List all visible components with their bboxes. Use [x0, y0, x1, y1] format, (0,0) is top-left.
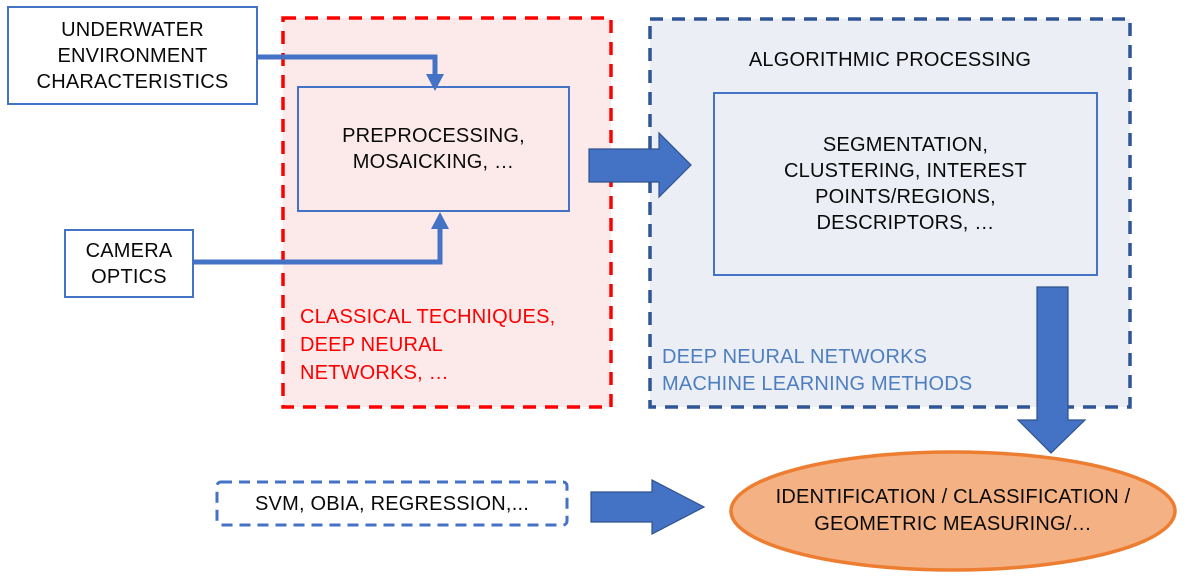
algorithmic-to-output-arrow-icon	[1016, 286, 1087, 454]
camera-connector-arrowhead-icon	[431, 212, 449, 229]
svm-obia-regression-label: SVM, OBIA, REGRESSION,...	[255, 492, 529, 515]
classical-techniques-zone	[281, 16, 613, 409]
underwater-connector-arrowhead-icon	[426, 74, 444, 91]
segmentation-box	[713, 92, 1098, 276]
camera-to-preprocessing-connector	[193, 228, 443, 265]
algorithmic-processing-title: ALGORITHMIC PROCESSING	[748, 49, 1032, 71]
preprocessing-label: PREPROCESSING, MOSAICKING, …	[342, 125, 525, 173]
camera-optics-label: CAMERA OPTICS	[85, 239, 173, 288]
classical-techniques-note: CLASSICAL TECHNIQUES, DEEP NEURAL NETWOR…	[300, 306, 556, 384]
underwater-to-preprocessing-connector	[257, 54, 438, 76]
svm-to-output-arrow-icon	[590, 479, 706, 535]
segmentation-label: SEGMENTATION, CLUSTERING, INTEREST POINT…	[784, 134, 1027, 234]
output-ellipse	[729, 450, 1177, 572]
underwater-environment-label: UNDERWATER ENVIRONMENT CHARACTERISTICS	[36, 18, 229, 93]
preprocessing-to-algorithmic-arrow-icon	[588, 131, 692, 199]
identification-output-label: IDENTIFICATION / CLASSIFICATION / GEOMET…	[775, 486, 1131, 535]
svm-dashed-box	[215, 480, 569, 527]
camera-optics-box	[64, 229, 194, 298]
machine-learning-note: DEEP NEURAL NETWORKS MACHINE LEARNING ME…	[662, 346, 973, 395]
